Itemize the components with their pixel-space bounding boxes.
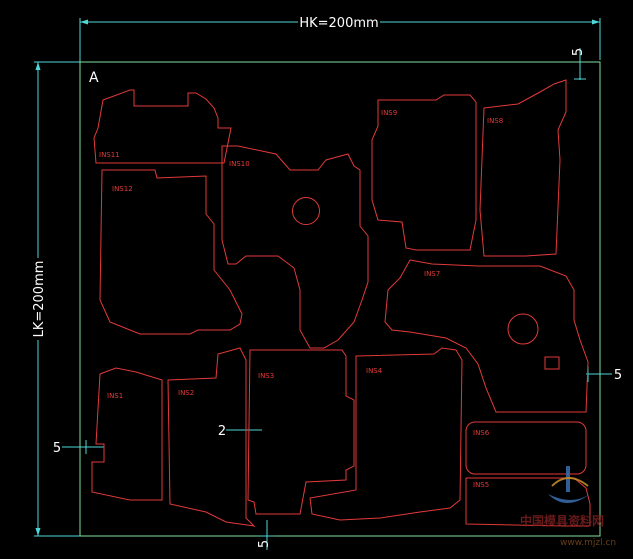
part-ins12-label: INS12 <box>112 185 133 193</box>
part-ins7: INS7 <box>384 259 589 413</box>
part-ins1-label: INS1 <box>107 392 123 400</box>
part-ins3: INS3 <box>247 349 355 515</box>
part-ins10: INS10 <box>221 145 369 349</box>
height-dimension: LK=200mm <box>30 61 600 537</box>
part-ins2-label: INS2 <box>178 389 194 397</box>
sheet-frame <box>79 61 601 537</box>
part-ins12: INS12 <box>99 169 243 335</box>
part-ins4-label: INS4 <box>366 367 383 375</box>
part-ins7-label: INS7 <box>424 270 440 278</box>
gap-bottom-label: 5 <box>257 540 272 548</box>
part-ins5-label: INS5 <box>473 481 489 489</box>
watermark: 中国模具资料网 www.mjzl.cn <box>520 466 616 548</box>
gap-dimension-left: 5 <box>53 440 104 456</box>
gap-right-mid-label: 5 <box>614 368 622 383</box>
watermark-logo-icon <box>548 466 590 503</box>
part-ins3-label: INS3 <box>258 372 274 380</box>
part-ins9: INS9 <box>371 94 477 251</box>
part-ins4: INS4 <box>309 347 463 521</box>
part-ins2: INS2 <box>167 347 256 527</box>
width-dimension-label: HK=200mm <box>299 16 378 31</box>
gap-dimension-right-top: 5 <box>571 48 586 80</box>
gap-dimension-bottom: 5 <box>257 520 274 550</box>
part-ins9-label: INS9 <box>381 109 397 117</box>
part-ins8: INS8 <box>479 79 567 257</box>
gap-center-label: 2 <box>218 424 226 439</box>
gap-dimension-right-mid: 5 <box>586 366 622 383</box>
height-dimension-label: LK=200mm <box>32 261 47 338</box>
part-ins6: INS6 <box>465 421 587 475</box>
part-ins10-label: INS10 <box>229 160 250 168</box>
part-ins11: INS11 <box>93 89 232 164</box>
gap-right-top-label: 5 <box>571 48 586 56</box>
part-ins6-label: INS6 <box>473 429 490 437</box>
gap-left-label: 5 <box>53 441 61 456</box>
part-ins1: INS1 <box>91 367 163 501</box>
part-ins8-label: INS8 <box>487 117 503 125</box>
width-dimension: HK=200mm <box>79 14 601 536</box>
gap-dimension-center: 2 <box>218 424 262 439</box>
watermark-url: www.mjzl.cn <box>560 538 616 548</box>
watermark-text: 中国模具资料网 <box>520 513 604 528</box>
frame-label: A <box>89 70 99 86</box>
part-ins11-label: INS11 <box>99 151 120 159</box>
